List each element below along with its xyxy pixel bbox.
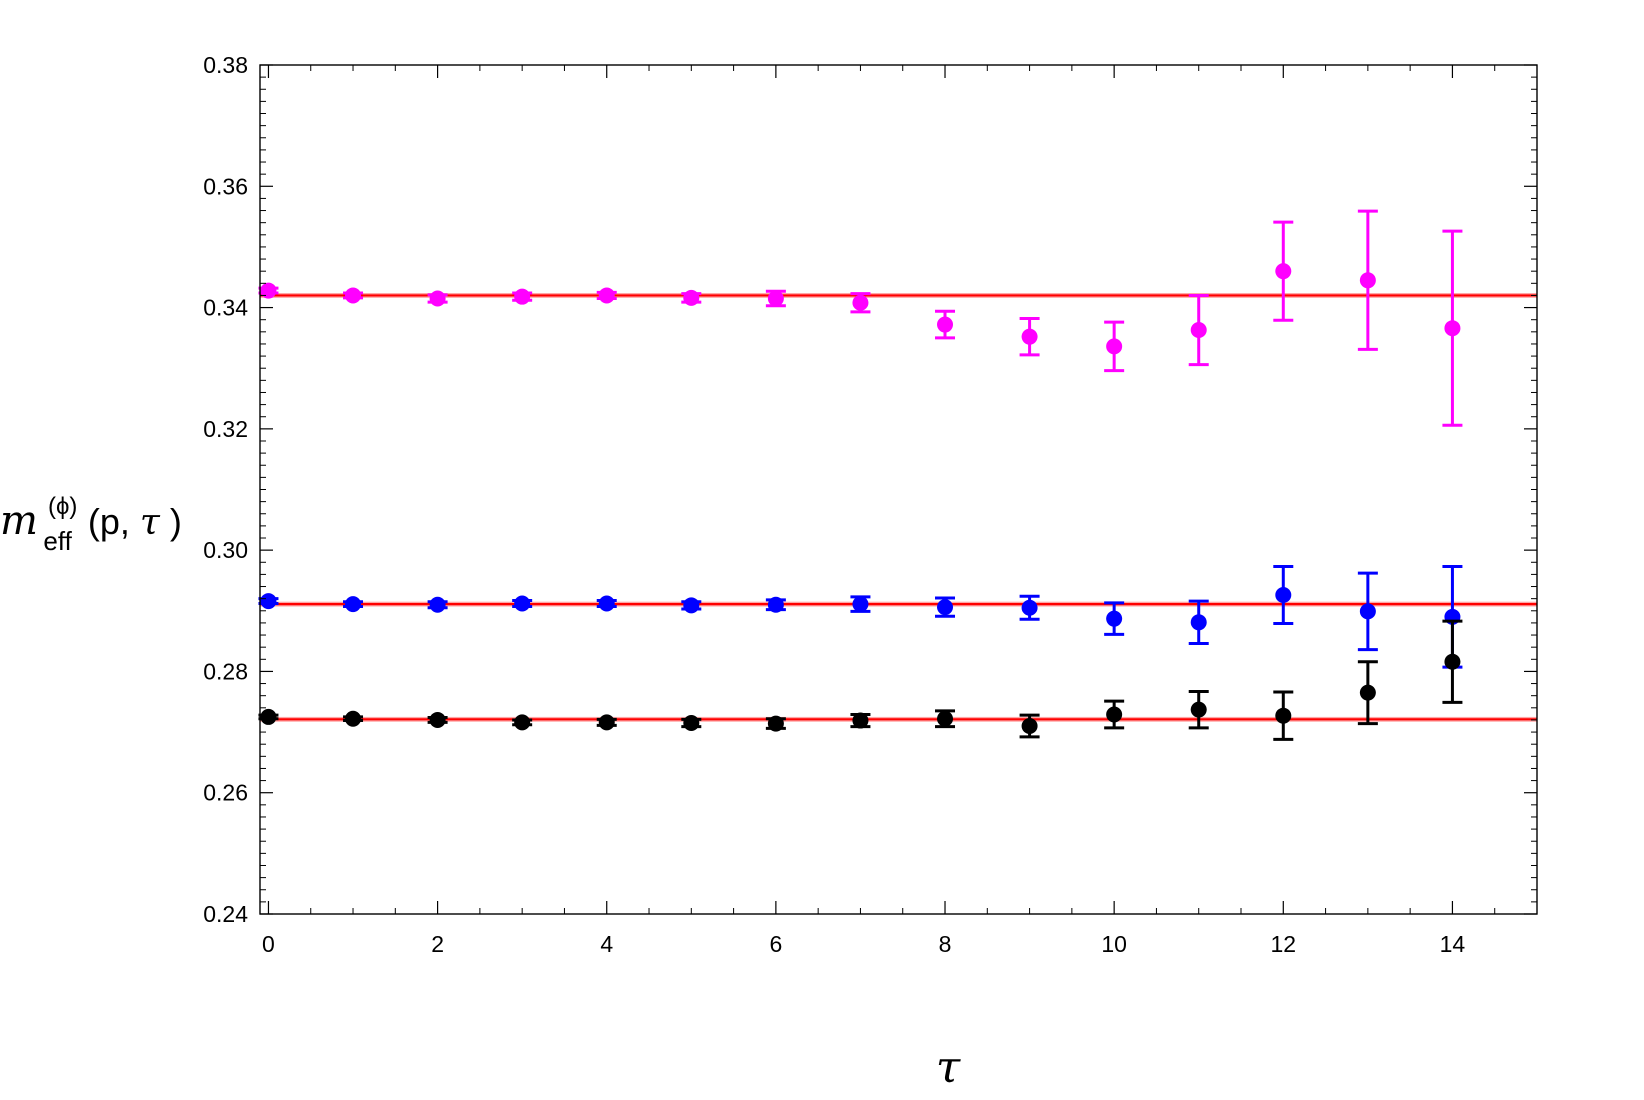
data-point — [1275, 263, 1292, 280]
data-point — [852, 596, 869, 613]
y-axis-title-symbol: m — [0, 498, 38, 544]
data-point — [1021, 599, 1038, 616]
data-point — [1106, 706, 1123, 723]
x-tick-label: 10 — [1101, 931, 1127, 957]
data-point — [260, 593, 277, 610]
x-tick-label: 0 — [262, 931, 275, 957]
data-point — [1275, 707, 1292, 724]
y-axis-title-args-tau: τ — [140, 502, 161, 543]
y-tick-label: 0.34 — [203, 295, 248, 321]
data-point — [1359, 603, 1376, 620]
data-point — [1106, 338, 1123, 355]
data-series — [258, 619, 1463, 741]
data-point — [260, 282, 277, 299]
data-point — [514, 714, 531, 731]
y-tick-label: 0.24 — [203, 901, 248, 927]
x-tick-label: 6 — [769, 931, 782, 957]
data-point — [345, 710, 362, 727]
x-tick-label: 2 — [431, 931, 444, 957]
data-point — [429, 290, 446, 307]
data-point — [260, 708, 277, 725]
data-point — [937, 710, 954, 727]
y-tick-label: 0.30 — [203, 537, 248, 563]
data-point — [429, 711, 446, 728]
data-point — [1190, 614, 1207, 631]
plot-frame — [259, 64, 1538, 915]
data-point — [514, 288, 531, 305]
data-point — [1021, 718, 1038, 735]
x-tick-label: 8 — [939, 931, 952, 957]
data-point — [1190, 322, 1207, 339]
y-tick-label: 0.32 — [203, 416, 248, 442]
y-axis-title: m (ϕ) eff (p, τ ) — [0, 481, 182, 558]
data-series — [258, 209, 1463, 427]
data-point — [852, 712, 869, 729]
series-layer — [258, 209, 1463, 741]
data-point — [514, 595, 531, 612]
data-point — [345, 596, 362, 613]
data-point — [1444, 320, 1461, 337]
data-point — [598, 714, 615, 731]
data-point — [937, 599, 954, 616]
data-point — [1359, 684, 1376, 701]
y-axis-title-superscript: (ϕ) — [48, 493, 77, 520]
x-axis-title: τ — [936, 1042, 961, 1093]
data-point — [1444, 653, 1461, 670]
data-series — [258, 565, 1463, 669]
y-axis-title-subscript: eff — [43, 526, 72, 556]
x-tick-label: 14 — [1440, 931, 1466, 957]
data-point — [1275, 587, 1292, 604]
data-point — [1359, 272, 1376, 289]
y-tick-label: 0.26 — [203, 780, 248, 806]
y-tick-label: 0.28 — [203, 658, 248, 684]
data-point — [767, 715, 784, 732]
data-point — [598, 287, 615, 304]
data-point — [937, 316, 954, 333]
y-tick-label: 0.36 — [203, 173, 248, 199]
data-point — [345, 287, 362, 304]
data-point — [852, 294, 869, 311]
data-point — [683, 597, 700, 614]
data-point — [1021, 328, 1038, 345]
data-point — [429, 596, 446, 613]
x-tick-label: 4 — [600, 931, 613, 957]
data-point — [1190, 701, 1207, 718]
data-point — [1106, 610, 1123, 627]
data-point — [767, 596, 784, 613]
y-axis-title-args-close: ) — [170, 501, 182, 542]
fit-bands — [260, 293, 1537, 722]
data-point — [683, 289, 700, 306]
axis-ticks: 0 2 4 6 8 10 12 14 0.24 0.26 0.28 0.30 0.32 0.34 0.36 0… — [203, 52, 1538, 957]
x-tick-label: 12 — [1270, 931, 1296, 957]
y-tick-label: 0.38 — [203, 52, 248, 78]
data-point — [598, 595, 615, 612]
data-point — [683, 714, 700, 731]
data-point — [767, 290, 784, 307]
y-axis-title-args-open: (p, — [88, 501, 130, 542]
